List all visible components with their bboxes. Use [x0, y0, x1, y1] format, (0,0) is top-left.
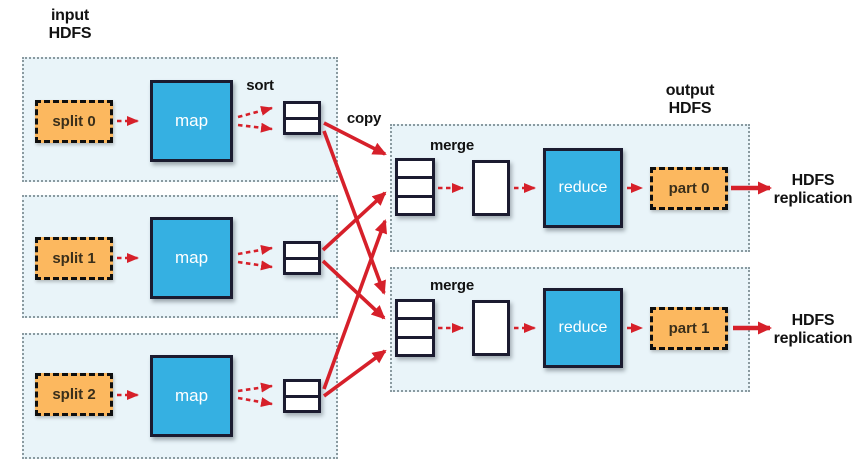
output-hdfs-label: output HDFS: [665, 82, 715, 118]
merge-buffer-segment: [398, 335, 432, 354]
sort-buffer-icon-1: [283, 241, 321, 275]
hdfs-replication-label-0: HDFS replication: [773, 172, 853, 208]
split-box-1: split 1: [35, 237, 113, 280]
sort-buffer-icon-0: [283, 101, 321, 135]
reduce-box-0: reduce: [543, 148, 623, 228]
sort-buffer-segment: [286, 244, 318, 257]
part-box-0: part 0: [650, 167, 728, 210]
part-box-1: part 1: [650, 307, 728, 350]
merged-file-icon-1: [472, 300, 510, 356]
merge-buffer-segment: [398, 302, 432, 317]
sort-buffer-segment: [286, 104, 318, 117]
merge-buffer-icon-0: [395, 158, 435, 216]
sort-buffer-segment: [286, 394, 318, 411]
merge-buffer-segment: [398, 161, 432, 176]
input-hdfs-label: input HDFS: [48, 7, 92, 43]
sort-buffer-segment: [286, 116, 318, 133]
hdfs-replication-label-1: HDFS replication: [773, 312, 853, 348]
map-box-1: map: [150, 217, 233, 299]
map-box-0: map: [150, 80, 233, 162]
split-box-0: split 0: [35, 100, 113, 143]
merge-buffer-segment: [398, 176, 432, 194]
copy-label: copy: [346, 110, 382, 127]
split-box-2: split 2: [35, 373, 113, 416]
sort-buffer-segment: [286, 382, 318, 395]
merge-buffer-icon-1: [395, 299, 435, 357]
sort-buffer-segment: [286, 256, 318, 273]
reduce-box-1: reduce: [543, 288, 623, 368]
merge-buffer-segment: [398, 194, 432, 213]
merge-label-0: merge: [429, 137, 475, 154]
sort-buffer-icon-2: [283, 379, 321, 413]
merge-buffer-segment: [398, 317, 432, 335]
sort-label: sort: [246, 77, 274, 94]
merge-label-1: merge: [429, 277, 475, 294]
map-box-2: map: [150, 355, 233, 437]
merged-file-icon-0: [472, 160, 510, 216]
